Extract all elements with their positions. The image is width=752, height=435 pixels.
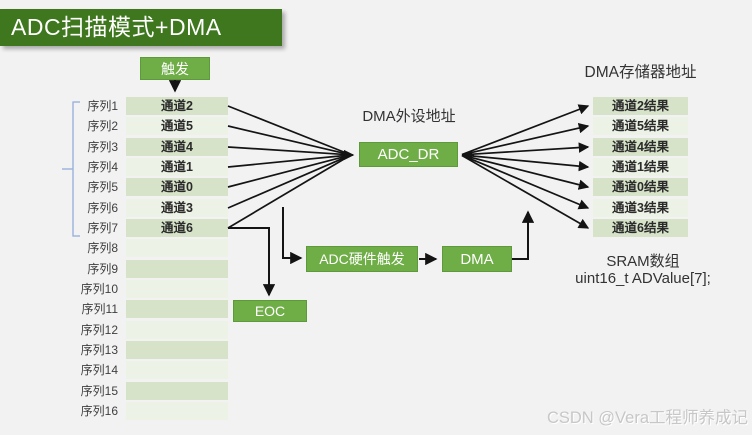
table-row: 序列9 xyxy=(48,259,228,278)
channel-cell xyxy=(126,239,228,258)
table-row: 序列10 xyxy=(48,280,228,299)
channel-cell: 通道2 xyxy=(126,97,228,115)
channel-cell: 通道4 xyxy=(126,137,228,156)
sequence-label: 序列11 xyxy=(81,302,118,317)
adc-dr-box: ADC_DR xyxy=(359,142,458,167)
table-row: 序列12 xyxy=(48,320,228,339)
channel-cell: 通道1 xyxy=(126,158,228,177)
to-hw-trigger-arrow xyxy=(282,207,303,265)
table-row: 序列3 通道4 xyxy=(48,137,228,156)
result-cell: 通道3结果 xyxy=(593,198,688,217)
sequence-label: 序列3 xyxy=(87,139,118,154)
channel-cell: 通道6 xyxy=(126,219,228,238)
table-row: 序列7 通道6 xyxy=(48,219,228,238)
table-row: 序列4 通道1 xyxy=(48,158,228,177)
sequence-label: 序列16 xyxy=(80,404,118,419)
channel-cell xyxy=(126,280,228,299)
result-cell: 通道2结果 xyxy=(593,97,688,115)
result-cell: 通道4结果 xyxy=(593,137,688,156)
adc-hw-trigger-box: ADC硬件触发 xyxy=(306,246,418,272)
channel-cell: 通道5 xyxy=(126,117,228,136)
sequence-label: 序列15 xyxy=(80,383,118,398)
watermark: CSDN @Vera工程师养成记 xyxy=(546,409,748,427)
sequence-label: 序列4 xyxy=(87,160,118,175)
table-row: 序列14 xyxy=(48,361,228,380)
sequence-label: 序列14 xyxy=(80,363,118,378)
sequence-label: 序列2 xyxy=(87,119,118,134)
sequence-label: 序列5 xyxy=(87,180,118,195)
channel-cell xyxy=(126,381,228,400)
sequence-label: 序列10 xyxy=(80,282,118,297)
eoc-box: EOC xyxy=(233,300,307,322)
table-row: 序列1 通道2 xyxy=(48,97,228,115)
page-title: ADC扫描模式+DMA xyxy=(0,9,282,46)
sram-array-code: uint16_t ADValue[7]; xyxy=(575,270,711,287)
table-row: 序列11 xyxy=(48,300,228,319)
channel6-to-eoc-arrow xyxy=(228,227,276,297)
result-cell: 通道6结果 xyxy=(593,219,688,238)
table-row: 序列5 通道0 xyxy=(48,178,228,197)
sequence-label: 序列1 xyxy=(87,99,118,113)
table-row: 序列2 通道5 xyxy=(48,117,228,136)
sequence-label: 序列8 xyxy=(87,241,118,256)
channel-cell xyxy=(126,259,228,278)
dma-up-arrow xyxy=(512,210,535,260)
channel-cell xyxy=(126,341,228,360)
table-row: 序列16 xyxy=(48,402,228,421)
result-cell: 通道1结果 xyxy=(593,158,688,177)
result-cell: 通道5结果 xyxy=(593,117,688,136)
channel-cell xyxy=(126,361,228,380)
table-row: 序列6 通道3 xyxy=(48,198,228,217)
channel-cell xyxy=(126,300,228,319)
sequence-label: 序列7 xyxy=(87,221,118,236)
channel-cell: 通道0 xyxy=(126,178,228,197)
sequence-label: 序列9 xyxy=(87,261,118,276)
sequence-label: 序列6 xyxy=(87,200,118,215)
trigger-box: 触发 xyxy=(140,57,210,80)
sequence-table: 序列1 通道2 序列2 通道5 序列3 通道4 序列4 通道1 序列5 通道0 序列6 通道… xyxy=(48,97,228,421)
dma-box: DMA xyxy=(442,246,512,272)
sequence-label: 序列12 xyxy=(80,322,118,337)
channel-cell xyxy=(126,320,228,339)
result-cell: 通道0结果 xyxy=(593,178,688,197)
result-table: 通道2结果 通道5结果 通道4结果 通道1结果 通道0结果 通道3结果 通道6结… xyxy=(593,97,688,238)
channel-cell xyxy=(126,402,228,421)
sequence-label: 序列13 xyxy=(80,343,118,358)
dma-peripheral-address-caption: DMA外设地址 xyxy=(362,108,456,125)
table-row: 序列15 xyxy=(48,381,228,400)
table-row: 序列13 xyxy=(48,341,228,360)
sram-array-title: SRAM数组 xyxy=(606,253,680,270)
table-row: 序列8 xyxy=(48,239,228,258)
dma-memory-address-caption: DMA存储器地址 xyxy=(584,64,697,81)
channel-cell: 通道3 xyxy=(126,198,228,217)
